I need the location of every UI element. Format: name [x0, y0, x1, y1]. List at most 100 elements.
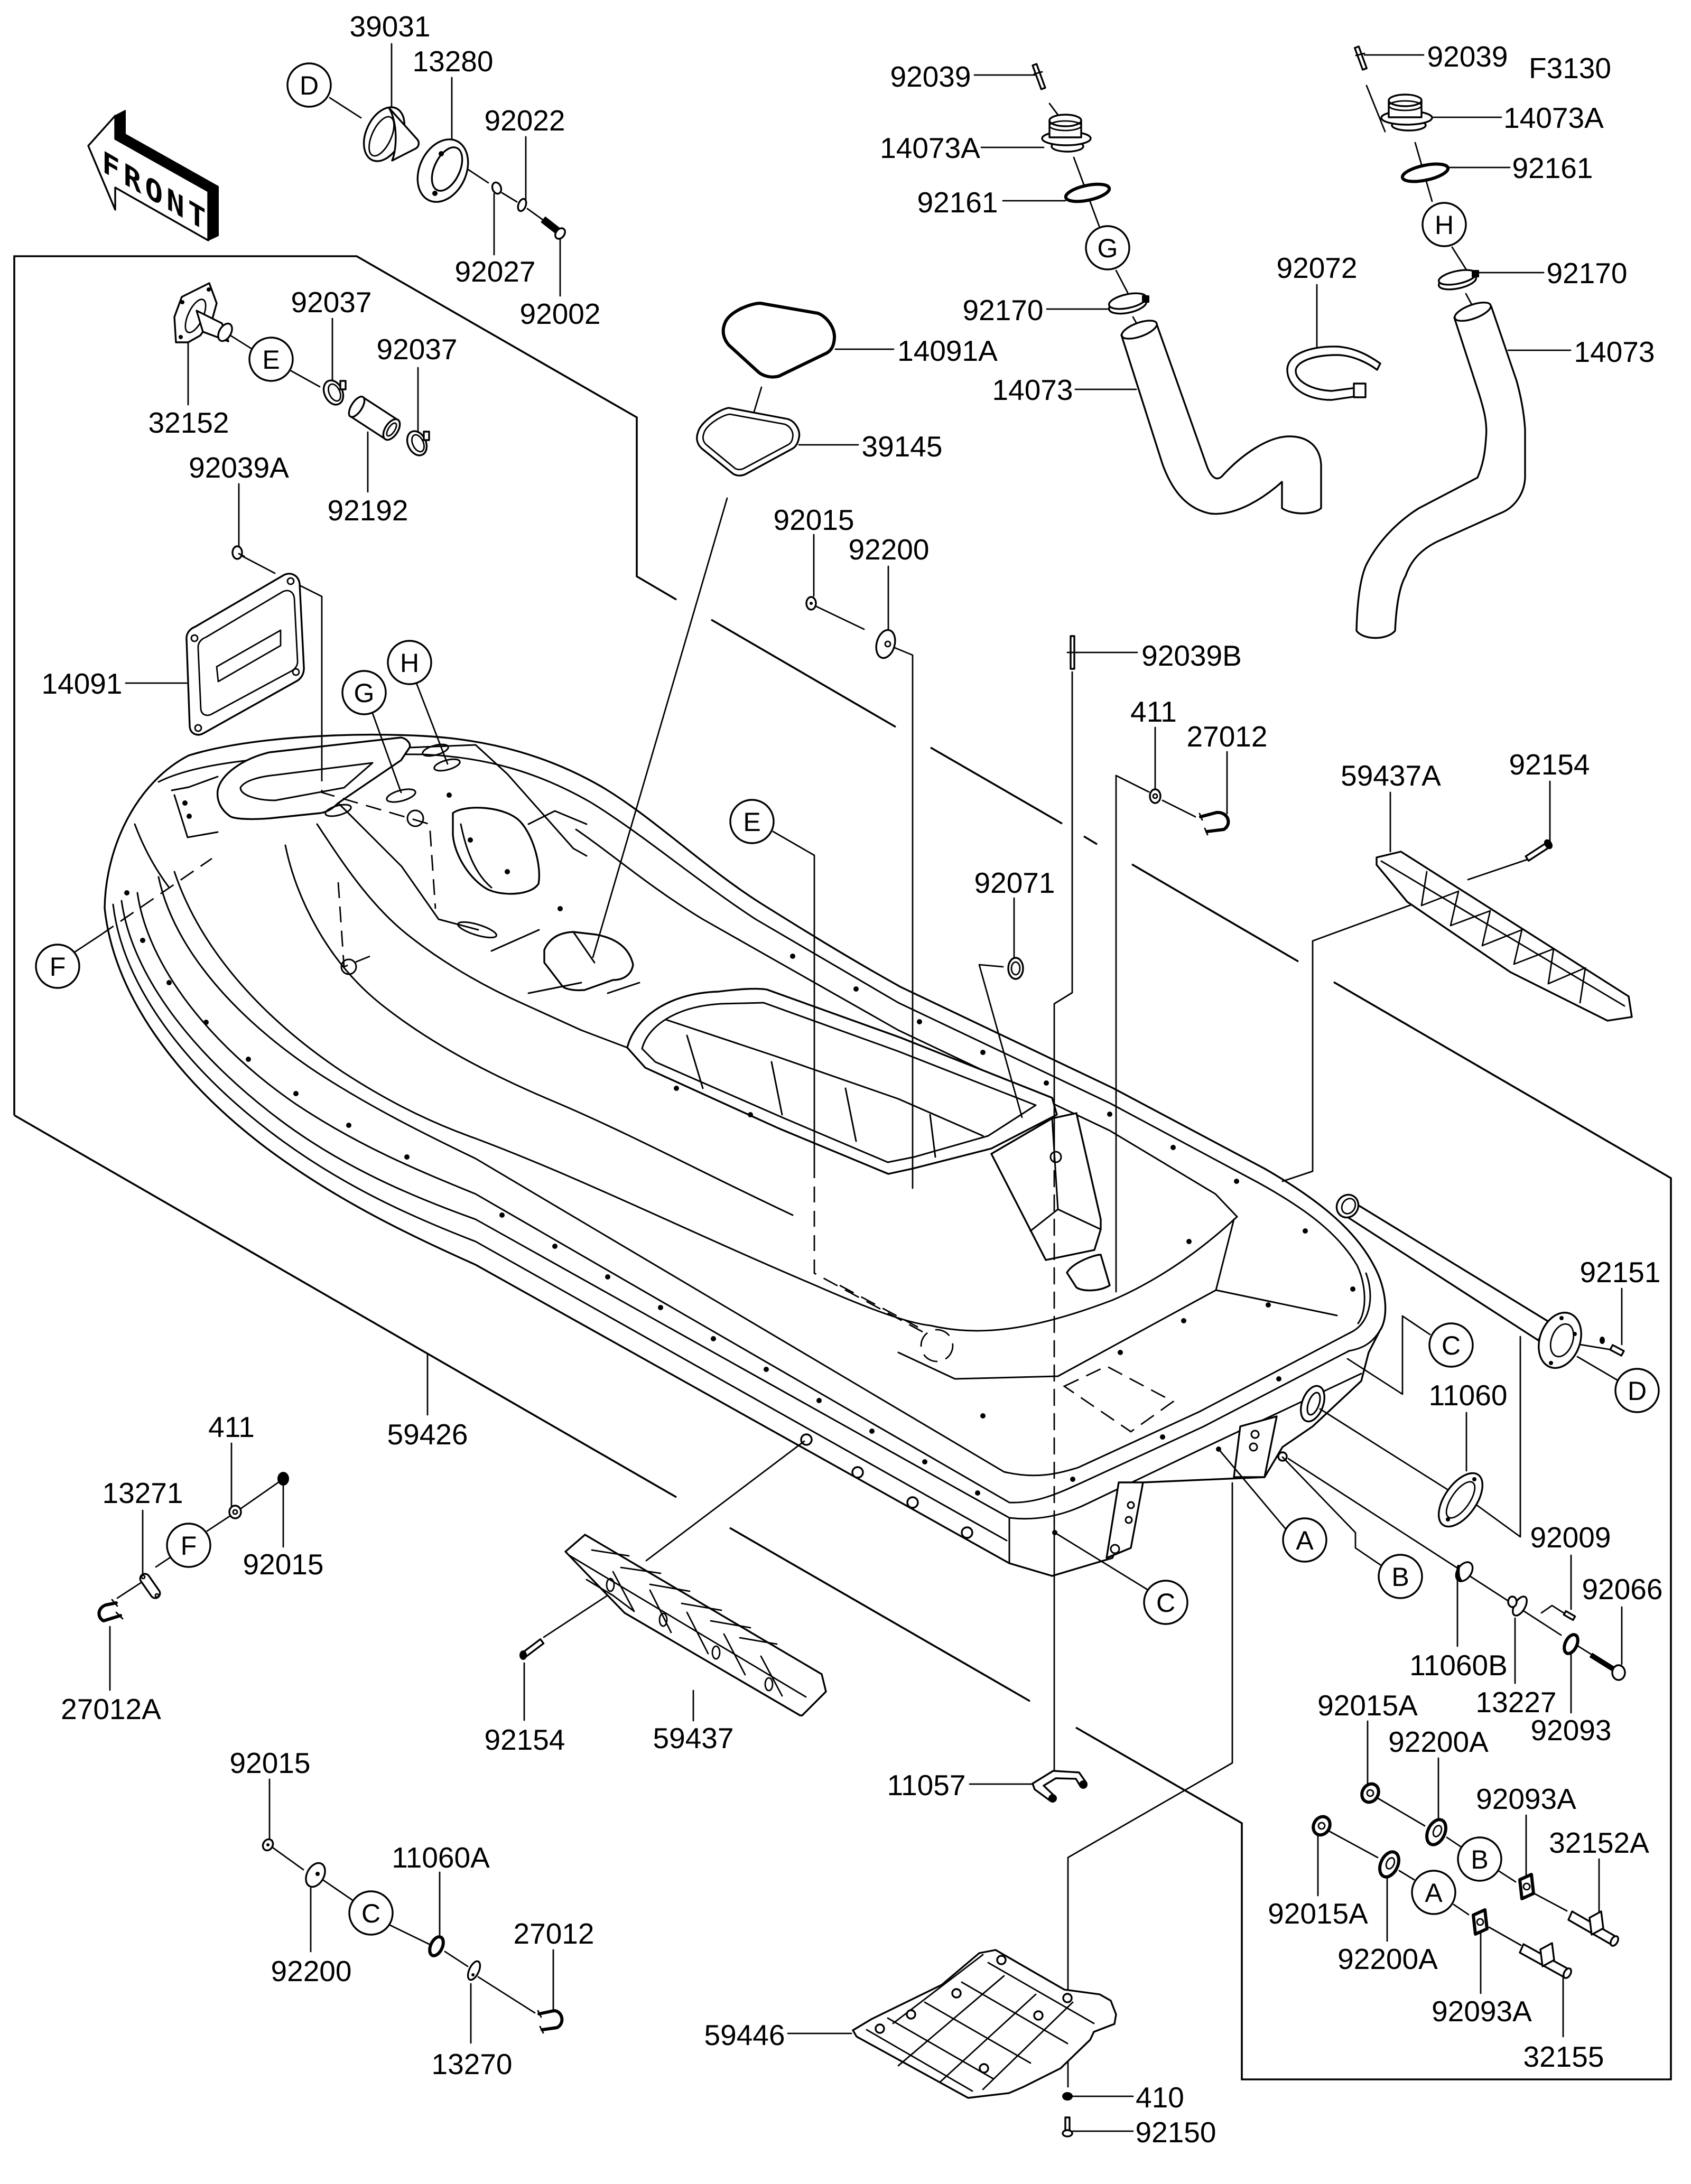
part-14073-right	[1355, 301, 1526, 639]
assembly-boundary	[13, 255, 1672, 2080]
part-washer-bore	[1385, 1857, 1396, 1870]
hull-hole	[1250, 1430, 1260, 1439]
part-14091	[185, 573, 305, 736]
assembly-axis	[1115, 774, 1150, 793]
hull-hole	[1125, 1516, 1133, 1524]
part-plate-bore	[1522, 1882, 1531, 1891]
hidden-line	[321, 766, 436, 909]
assembly-axis	[543, 1595, 608, 1638]
ref-marker-letter: H	[400, 648, 419, 678]
hole	[1181, 1318, 1186, 1323]
part-bolt-head	[554, 227, 566, 240]
assembly-axis	[1162, 799, 1196, 818]
part-screw-head	[231, 545, 243, 560]
part-13271	[139, 1573, 161, 1599]
ref-marker-e: E	[248, 337, 294, 382]
part-number-label: 59446	[704, 2019, 785, 2051]
part-step-face	[568, 1549, 807, 1698]
part-number-label: 92093A	[1432, 1995, 1532, 2028]
ref-marker-b: B	[1378, 1554, 1423, 1599]
part-39145	[696, 407, 801, 477]
part-number-label: 14073A	[1503, 101, 1604, 134]
ref-marker-c: C	[1428, 1322, 1474, 1368]
part-number-label: 11060	[1429, 1379, 1508, 1412]
part-detail	[368, 116, 395, 157]
part-washer	[228, 1505, 242, 1519]
hole	[203, 1020, 209, 1025]
part-fitting-hex	[1539, 1942, 1555, 1967]
ref-marker-circle	[387, 640, 432, 685]
part-92066	[1590, 1653, 1626, 1681]
hole	[853, 986, 859, 992]
hole	[658, 1305, 663, 1310]
part-92200	[305, 1862, 326, 1888]
hole	[558, 906, 563, 911]
part-59437	[564, 1534, 827, 1716]
hull-mounting-holes	[124, 792, 1355, 1535]
transom-plate-left	[1105, 1481, 1144, 1559]
assembly-axis	[1451, 246, 1469, 273]
part-number-label: 32152A	[1549, 1826, 1649, 1859]
part-92161	[1400, 162, 1450, 183]
transom-plate-right	[1233, 1415, 1278, 1478]
assembly-axis	[241, 555, 276, 574]
part-92071	[1007, 957, 1024, 980]
ref-marker-circle	[1614, 1368, 1660, 1413]
assembly-axis	[815, 605, 865, 630]
part-number-label: 92066	[1582, 1573, 1663, 1606]
part-number-label: 14091	[42, 667, 123, 700]
part-plate-slot	[216, 629, 282, 683]
part-14073A	[1041, 114, 1092, 153]
ref-marker-circle	[248, 337, 294, 382]
rear-platform	[897, 1218, 1338, 1380]
part-92015	[805, 596, 817, 611]
part-32152A	[1567, 1910, 1619, 1947]
ref-marker-c: C	[348, 1890, 394, 1936]
hole	[1266, 1302, 1271, 1308]
part-gasket	[1437, 1472, 1484, 1528]
part-outline	[721, 302, 836, 379]
hole	[468, 837, 473, 843]
boundary-line	[729, 1527, 1030, 1702]
assembly-axis	[1067, 1482, 1233, 2088]
part-hose-end	[1454, 301, 1492, 322]
hole	[499, 1212, 505, 1218]
part-92039	[1032, 63, 1046, 90]
part-92039B	[1066, 635, 1078, 670]
part-92039	[1354, 45, 1368, 71]
hole	[505, 869, 510, 874]
ref-marker-f: F	[166, 1523, 211, 1568]
part-number-label: 13270	[432, 2048, 513, 2080]
part-number-label: 11060A	[392, 1841, 490, 1874]
ref-marker-a: A	[1282, 1517, 1327, 1563]
part-boss	[996, 1955, 1007, 1965]
hole	[293, 1091, 299, 1096]
part-92027	[491, 181, 503, 195]
hole	[922, 1459, 927, 1464]
part-step-hole	[711, 1645, 721, 1660]
part-13280	[416, 138, 469, 203]
ref-marker-h: H	[1421, 202, 1467, 247]
ref-marker-circle	[1411, 1870, 1456, 1915]
ref-marker-letter: F	[181, 1531, 197, 1561]
ref-marker-e: E	[729, 799, 775, 844]
hull-silhouette	[104, 734, 1387, 1577]
assembly-axis	[270, 1845, 304, 1871]
ref-marker-letter: D	[1628, 1376, 1647, 1406]
hole	[166, 980, 172, 985]
part-92009	[1563, 1610, 1576, 1621]
part-number-label: 92022	[485, 104, 565, 137]
assembly-axis	[464, 166, 489, 184]
part-nut-bore	[282, 1477, 285, 1480]
seat-well-details	[665, 1019, 984, 1158]
hole	[764, 1367, 769, 1372]
part-boss	[979, 2063, 989, 2074]
part-hole	[292, 668, 300, 676]
ref-marker-letter: F	[50, 952, 66, 982]
assembly-axis	[501, 192, 518, 203]
boundary-line	[1075, 981, 1672, 2080]
far-deck-line	[575, 828, 1238, 1218]
part-number-label: 92009	[1530, 1521, 1611, 1554]
part-bolt-head	[1062, 2129, 1073, 2138]
part-handle-end	[1048, 1794, 1057, 1803]
